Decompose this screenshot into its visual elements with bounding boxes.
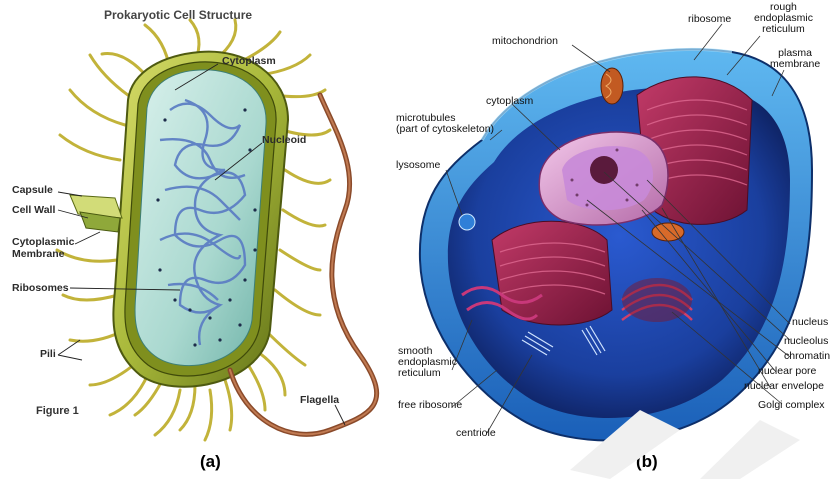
label-microtubules: microtubules (part of cytoskeleton) <box>396 113 494 135</box>
label-nuclear-pore: nuclear pore <box>758 366 816 377</box>
label-pili: Pili <box>40 348 56 360</box>
label-ribosome: ribosome <box>688 14 731 25</box>
label-plasma-membrane: plasma membrane <box>770 48 820 70</box>
nucleolus-shape <box>590 156 618 184</box>
figure-label: Figure 1 <box>36 405 79 417</box>
label-rough-er: rough endoplasmic reticulum <box>754 2 813 35</box>
label-cytoplasmic-membrane: Cytoplasmic Membrane <box>12 236 74 260</box>
label-cytoplasm: cytoplasm <box>486 96 533 107</box>
label-free-ribosome: free ribosome <box>398 400 462 411</box>
label-golgi-complex: Golgi complex <box>758 400 825 411</box>
label-lysosome: lysosome <box>396 160 440 171</box>
caption-b: (b) <box>636 452 658 472</box>
eukaryotic-cell-panel: ribosome rough endoplasmic reticulum mit… <box>372 0 838 479</box>
label-mitochondrion: mitochondrion <box>492 36 558 47</box>
prokaryotic-cell-panel: Prokaryotic Cell Structure <box>0 0 420 479</box>
label-chromatin: chromatin <box>784 351 830 362</box>
label-nuclear-envelope: nuclear envelope <box>744 381 824 392</box>
caption-a: (a) <box>200 452 221 472</box>
label-cytoplasm: Cytoplasm <box>222 55 276 67</box>
lysosome-shape <box>459 214 475 230</box>
label-ribosomes: Ribosomes <box>12 282 69 294</box>
label-capsule: Capsule <box>12 184 53 196</box>
label-nucleus: nucleus <box>792 317 828 328</box>
label-nucleolus: nucleolus <box>784 336 828 347</box>
label-nucleoid: Nucleoid <box>262 134 306 146</box>
rough-er-lower <box>492 221 612 325</box>
label-centriole: centriole <box>456 428 496 439</box>
label-flagella: Flagella <box>300 394 339 406</box>
label-cell-wall: Cell Wall <box>12 204 55 216</box>
cytoplasm-shape <box>135 70 266 366</box>
label-smooth-er: smooth endoplasmic reticulum <box>398 346 457 379</box>
